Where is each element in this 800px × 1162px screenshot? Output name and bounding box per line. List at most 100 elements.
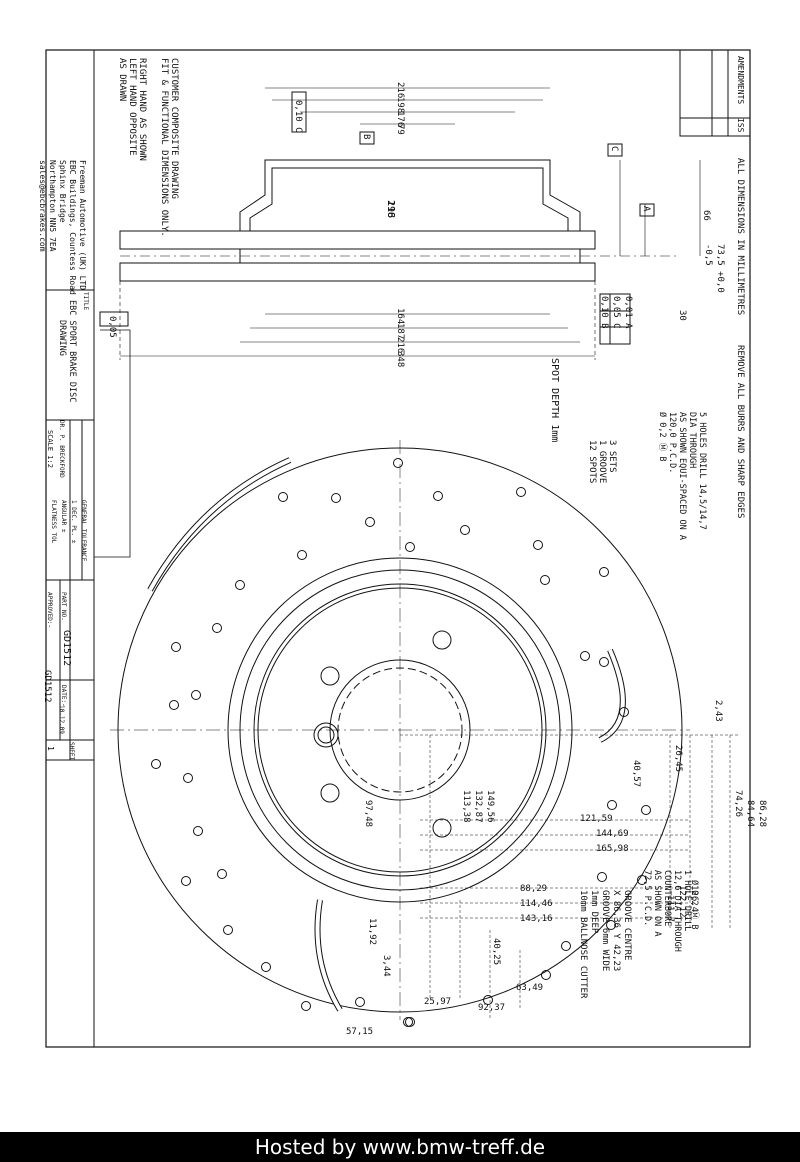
drilled-spot	[533, 540, 543, 550]
dim-2-43: 2,43	[713, 700, 723, 722]
groove-note-5: 10mm BALLNOSE CUTTER	[578, 890, 588, 999]
drilled-spot	[607, 800, 617, 810]
hole1-note-2: 12,6 DIA THROUGH	[672, 870, 682, 952]
amendments-box	[679, 49, 751, 137]
tol-frame-3: 0,10 B	[599, 296, 609, 329]
burrs-note: REMOVE ALL BURRS AND SHARP EDGES	[735, 345, 745, 518]
tolerance-frame	[599, 293, 631, 345]
drawing-canvas: AMENDMENTS ISS ALL DIMENSIONS IN MILLIME…	[38, 49, 767, 1048]
holes-tol: Ø 0,2 Ⓜ B	[657, 412, 668, 461]
top-dim-176-label: 176	[395, 111, 405, 127]
dim-3-44: 3,44	[381, 955, 391, 977]
title-line-1: EBC SPORT BRAKE DISC	[67, 300, 77, 402]
drilled-spot	[403, 1017, 413, 1027]
drilled-spot	[561, 941, 571, 951]
company-2: EBC Buildings, Countess Road	[68, 160, 77, 295]
runout-tol: 0,10 C	[293, 100, 303, 133]
dim-111-7: 111,7	[665, 895, 675, 922]
top-dim-198-label: 198	[395, 97, 405, 113]
runout-frame	[291, 91, 307, 133]
hand-note-2: LEFT HAND OPPOSITE	[127, 58, 137, 156]
drilled-spot	[217, 869, 227, 879]
groove-note-2: X 86,36 Y 42,23	[611, 890, 621, 971]
groove-sets-3: 12 SPOTS	[587, 440, 597, 483]
groove-sets-2: 1 GROOVE	[597, 440, 607, 483]
drawn-by: DR. P. BRECKFORD	[58, 420, 65, 478]
holes-note-2: DIA THROUGH	[687, 412, 697, 468]
disc-cross-section	[119, 159, 680, 282]
drilled-spot	[433, 491, 443, 501]
dim-40-57: 40,57	[631, 760, 641, 787]
hole1-note-3: COUNTERBORE	[662, 870, 672, 926]
drilled-spot	[641, 805, 651, 815]
date-value: 10.12.09	[58, 705, 65, 734]
drilled-spot	[301, 1001, 311, 1011]
dim-57-15: 57,15	[346, 1027, 373, 1037]
drilled-spot	[171, 642, 181, 652]
hole1-note-1: 1 HOLE DRILL	[682, 870, 692, 931]
company-4: Northampton NN5 7EA	[48, 160, 57, 252]
disc-thickness: 30	[677, 310, 687, 321]
dim-26-45: 26,45	[673, 745, 683, 772]
drilled-spot	[278, 492, 288, 502]
drilled-spot	[212, 623, 222, 633]
dim-132-87: 132,87	[473, 790, 483, 823]
drilled-spot	[637, 875, 647, 885]
groove-sets-1: 3 SETS	[607, 440, 617, 473]
holes-note-1: 5 HOLES DRILL 14,5/14,7	[697, 412, 707, 530]
dim-97-48: 97,48	[363, 800, 373, 827]
dim-144-69: 144,69	[596, 829, 629, 839]
drilled-spot	[599, 657, 609, 667]
tolerance-1: 1 DEC. PL. ±	[70, 500, 77, 544]
groove-note-1: GROOVE CENTRE	[622, 890, 632, 960]
lug-holes	[313, 630, 452, 838]
drilled-spots	[151, 458, 651, 1027]
approved-label: APPROVED:-	[46, 592, 53, 628]
hosted-by-footer: Hosted by www.bmw-treff.de	[0, 1132, 800, 1162]
flatness-frame	[99, 311, 129, 327]
dim-122-12: 122,12	[677, 885, 687, 918]
drawing-border	[45, 49, 751, 1048]
drilled-spot	[261, 962, 271, 972]
part-no-label: PART NO.	[60, 592, 67, 621]
hand-note-3: AS DRAWN	[117, 58, 127, 101]
drilled-spot	[365, 517, 375, 527]
dim-149-56: 149,56	[485, 790, 495, 823]
drilled-spot	[181, 876, 191, 886]
part-no-stamp: GD1512	[42, 670, 52, 703]
thickness-dim-3: 66	[701, 210, 711, 221]
drilled-spot	[580, 651, 590, 661]
dim-84-64: 84,64	[745, 800, 755, 827]
drilled-spot	[460, 525, 470, 535]
bottom-dim-187: 187	[395, 323, 405, 339]
top-dim-198: 198	[385, 200, 396, 218]
tol-frame-2: 0,05 C	[611, 296, 621, 329]
drilled-spot	[405, 542, 415, 552]
customer-note-1: CUSTOMER COMPOSITE DRAWING	[169, 58, 179, 199]
drilled-spot	[483, 995, 493, 1005]
date-label: DATE:-	[60, 685, 67, 707]
dim-121-59: 121,59	[580, 814, 613, 824]
sheet-value: 1	[46, 746, 55, 751]
section-dimensions	[119, 87, 701, 360]
disc-plan-view	[110, 440, 690, 1020]
drilled-spot	[540, 575, 550, 585]
dim-92-37: 92,37	[478, 1003, 505, 1013]
holes-note-3: AS SHOWN EQUI-SPACED ON A	[677, 412, 687, 540]
amendments-label: AMENDMENTS	[736, 56, 745, 104]
hole1-tol: Ø 0,2 Ⓜ B	[689, 880, 700, 929]
drilled-spot	[606, 920, 616, 930]
datum-a: A	[641, 206, 651, 212]
hole1-note-4: AS SHOWN ON A	[652, 870, 662, 937]
company-3: Sphinx Bridge	[58, 160, 67, 223]
drilled-spot	[393, 458, 403, 468]
top-dim-216-label: 216	[395, 82, 405, 98]
part-no-value: GD1512	[61, 630, 72, 666]
general-tolerance-label: GENERAL TOLERANCE	[80, 500, 87, 562]
title-line-2: DRAWING	[57, 320, 67, 356]
drilled-spot	[193, 826, 203, 836]
dim-74-26: 74,26	[733, 790, 743, 817]
hosted-by-text: Hosted by www.bmw-treff.de	[254, 1135, 546, 1159]
dim-165-98: 165,98	[596, 844, 629, 854]
